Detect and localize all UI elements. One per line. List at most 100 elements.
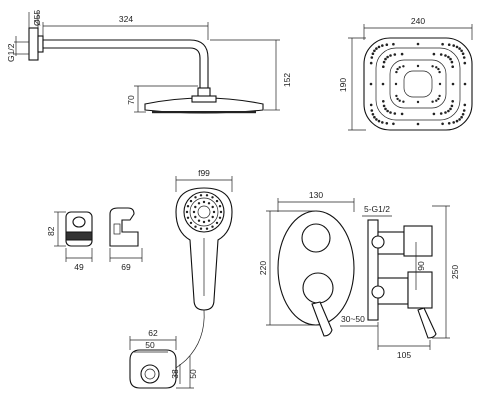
nozzle-dot xyxy=(441,42,444,46)
nozzle-dot xyxy=(461,52,465,55)
valve-mixer-cartridge xyxy=(407,271,433,309)
nozzle-dot xyxy=(432,112,436,116)
nozzle-dot xyxy=(439,53,443,56)
nozzle-dot xyxy=(189,221,193,225)
nozzle-dot xyxy=(215,199,219,203)
dim-head-width: 240 xyxy=(411,16,425,26)
dim-holder-height: 82 xyxy=(46,226,56,236)
nozzle-dot xyxy=(437,67,440,71)
nozzle-dot xyxy=(389,111,392,114)
nozzle-dot xyxy=(450,104,454,108)
nozzle-dot xyxy=(451,65,455,68)
nozzle-dot xyxy=(449,57,452,61)
valve-wall-plate xyxy=(367,219,379,321)
nozzle-dot xyxy=(432,52,436,56)
nozzle-dot xyxy=(458,118,461,121)
nozzle-dot xyxy=(396,97,399,101)
nozzle-dot xyxy=(452,44,456,47)
nozzle-dot xyxy=(386,55,389,59)
head-ball-joint xyxy=(191,95,217,103)
mixer-lever xyxy=(311,301,333,337)
valve-lever-side xyxy=(417,307,437,339)
shower-arm-view: 324 Ø55 G1/2 152 70 xyxy=(6,10,292,114)
mixer-knob xyxy=(302,272,334,304)
nozzle-dot xyxy=(384,57,387,61)
nozzle-dot xyxy=(369,61,373,65)
nozzle-dot xyxy=(194,225,197,228)
dim-elbow-62: 62 xyxy=(148,328,158,338)
nozzle-dot xyxy=(444,111,447,114)
nozzle-dot xyxy=(400,112,404,116)
nozzle-dot xyxy=(202,200,206,204)
nozzle-dot xyxy=(212,210,216,214)
nozzle-dot xyxy=(416,42,420,46)
holder-side xyxy=(109,207,139,247)
dim-elbow-38: 38 xyxy=(170,369,180,379)
nozzle-dot xyxy=(186,216,190,219)
rain-head-plate xyxy=(363,37,473,131)
dim-plate-height: 220 xyxy=(258,261,268,275)
nozzle-dot xyxy=(416,100,420,104)
nozzle-dot xyxy=(447,55,450,59)
nozzle-dot xyxy=(398,66,401,69)
nozzle-dot xyxy=(402,65,405,68)
nozzle-dot xyxy=(416,64,420,68)
nozzle-dot xyxy=(373,115,376,119)
nozzle-dot xyxy=(189,199,193,203)
dim-valve-90: 90 xyxy=(416,261,426,271)
nozzle-dot xyxy=(371,52,375,55)
nozzle-dot xyxy=(435,66,438,69)
nozzle-dot xyxy=(450,60,454,64)
nozzle-dot xyxy=(185,210,189,214)
nozzle-dot xyxy=(395,70,398,74)
nozzle-dot xyxy=(194,196,197,199)
nozzle-dot xyxy=(437,97,440,101)
nozzle-dot xyxy=(381,82,385,86)
dim-arm-length: 324 xyxy=(119,14,133,24)
nozzle-dot xyxy=(211,225,214,228)
nozzle-dot xyxy=(370,109,374,112)
nozzle-dot xyxy=(375,47,378,50)
nozzle-dot xyxy=(460,49,463,53)
rain-head-top-view: 240 190 xyxy=(338,16,473,131)
nozzle-dot xyxy=(186,205,190,208)
nozzle-ring-inner xyxy=(394,64,442,104)
nozzle-dot xyxy=(449,107,452,111)
nozzle-dot xyxy=(384,107,387,111)
nozzle-dot xyxy=(439,112,443,115)
nozzle-dot xyxy=(463,82,467,86)
nozzle-dot xyxy=(451,82,455,86)
dim-head-depth: 190 xyxy=(338,78,348,92)
dim-valve-250: 250 xyxy=(450,265,460,279)
dim-valve-105: 105 xyxy=(397,350,411,360)
dim-head-height: 70 xyxy=(126,95,136,105)
nozzle-dot xyxy=(382,100,385,103)
nozzle-dot xyxy=(382,104,386,108)
nozzle-dot xyxy=(398,99,401,102)
nozzle-dot xyxy=(400,52,404,56)
dim-holder-width: 49 xyxy=(74,262,84,272)
nozzle-dot xyxy=(451,100,455,103)
dim-elbow-50-top: 50 xyxy=(145,340,155,350)
nozzle-dot xyxy=(382,60,386,64)
nozzle-dot xyxy=(377,45,381,49)
nozzle-dot xyxy=(369,82,373,86)
wall-elbow-view: 62 50 38 50 xyxy=(129,328,198,389)
nozzle-dot xyxy=(463,103,467,107)
holder-band xyxy=(65,231,93,241)
nozzle-dot xyxy=(438,70,441,74)
nozzle-dot xyxy=(455,45,459,49)
nozzle-dot xyxy=(395,94,398,98)
nozzle-dot xyxy=(452,121,456,124)
nozzle-dot xyxy=(455,119,459,123)
dim-arm-drop: 152 xyxy=(282,73,292,87)
dim-flange-dia: Ø55 xyxy=(32,10,42,26)
nozzle-dot xyxy=(205,194,209,197)
nozzle-dot xyxy=(393,112,397,115)
nozzle-dot xyxy=(192,210,196,214)
nozzle-dot xyxy=(207,202,211,205)
nozzle-dot xyxy=(194,215,197,219)
nozzle-dot xyxy=(416,122,420,126)
dim-plate-width: 130 xyxy=(309,190,323,200)
